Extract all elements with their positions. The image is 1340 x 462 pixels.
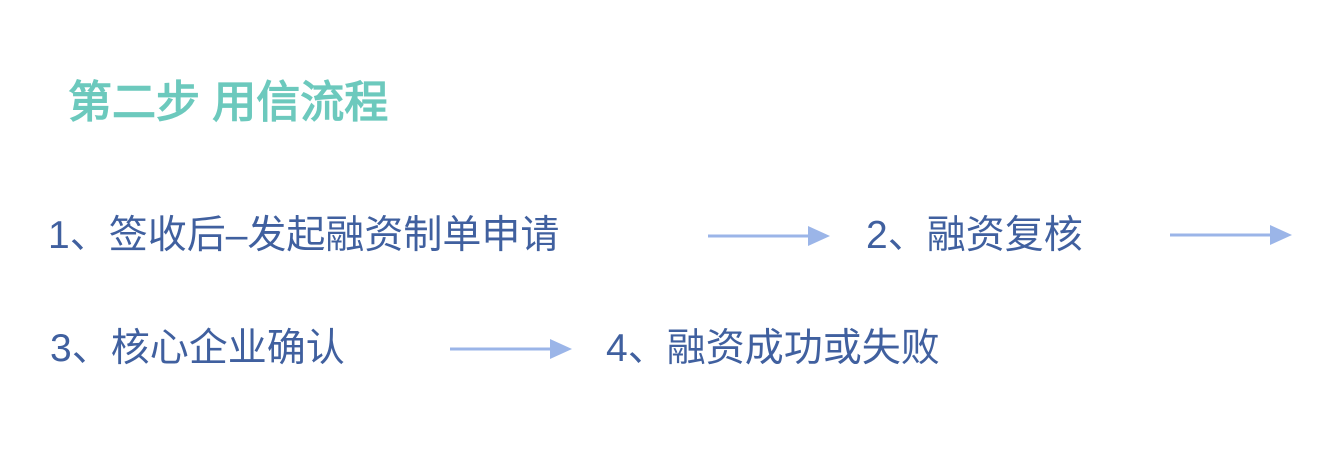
- step-4: 4、融资成功或失败: [606, 327, 940, 370]
- step-3: 3、核心企业确认: [50, 327, 345, 370]
- arrow-right-icon: [1170, 225, 1292, 245]
- section-title: 第二步 用信流程: [68, 78, 389, 127]
- arrow-right-icon: [450, 339, 572, 359]
- step-2: 2、融资复核: [866, 214, 1083, 257]
- arrow-right-icon: [708, 226, 830, 246]
- step-1: 1、签收后–发起融资制单申请: [48, 214, 560, 257]
